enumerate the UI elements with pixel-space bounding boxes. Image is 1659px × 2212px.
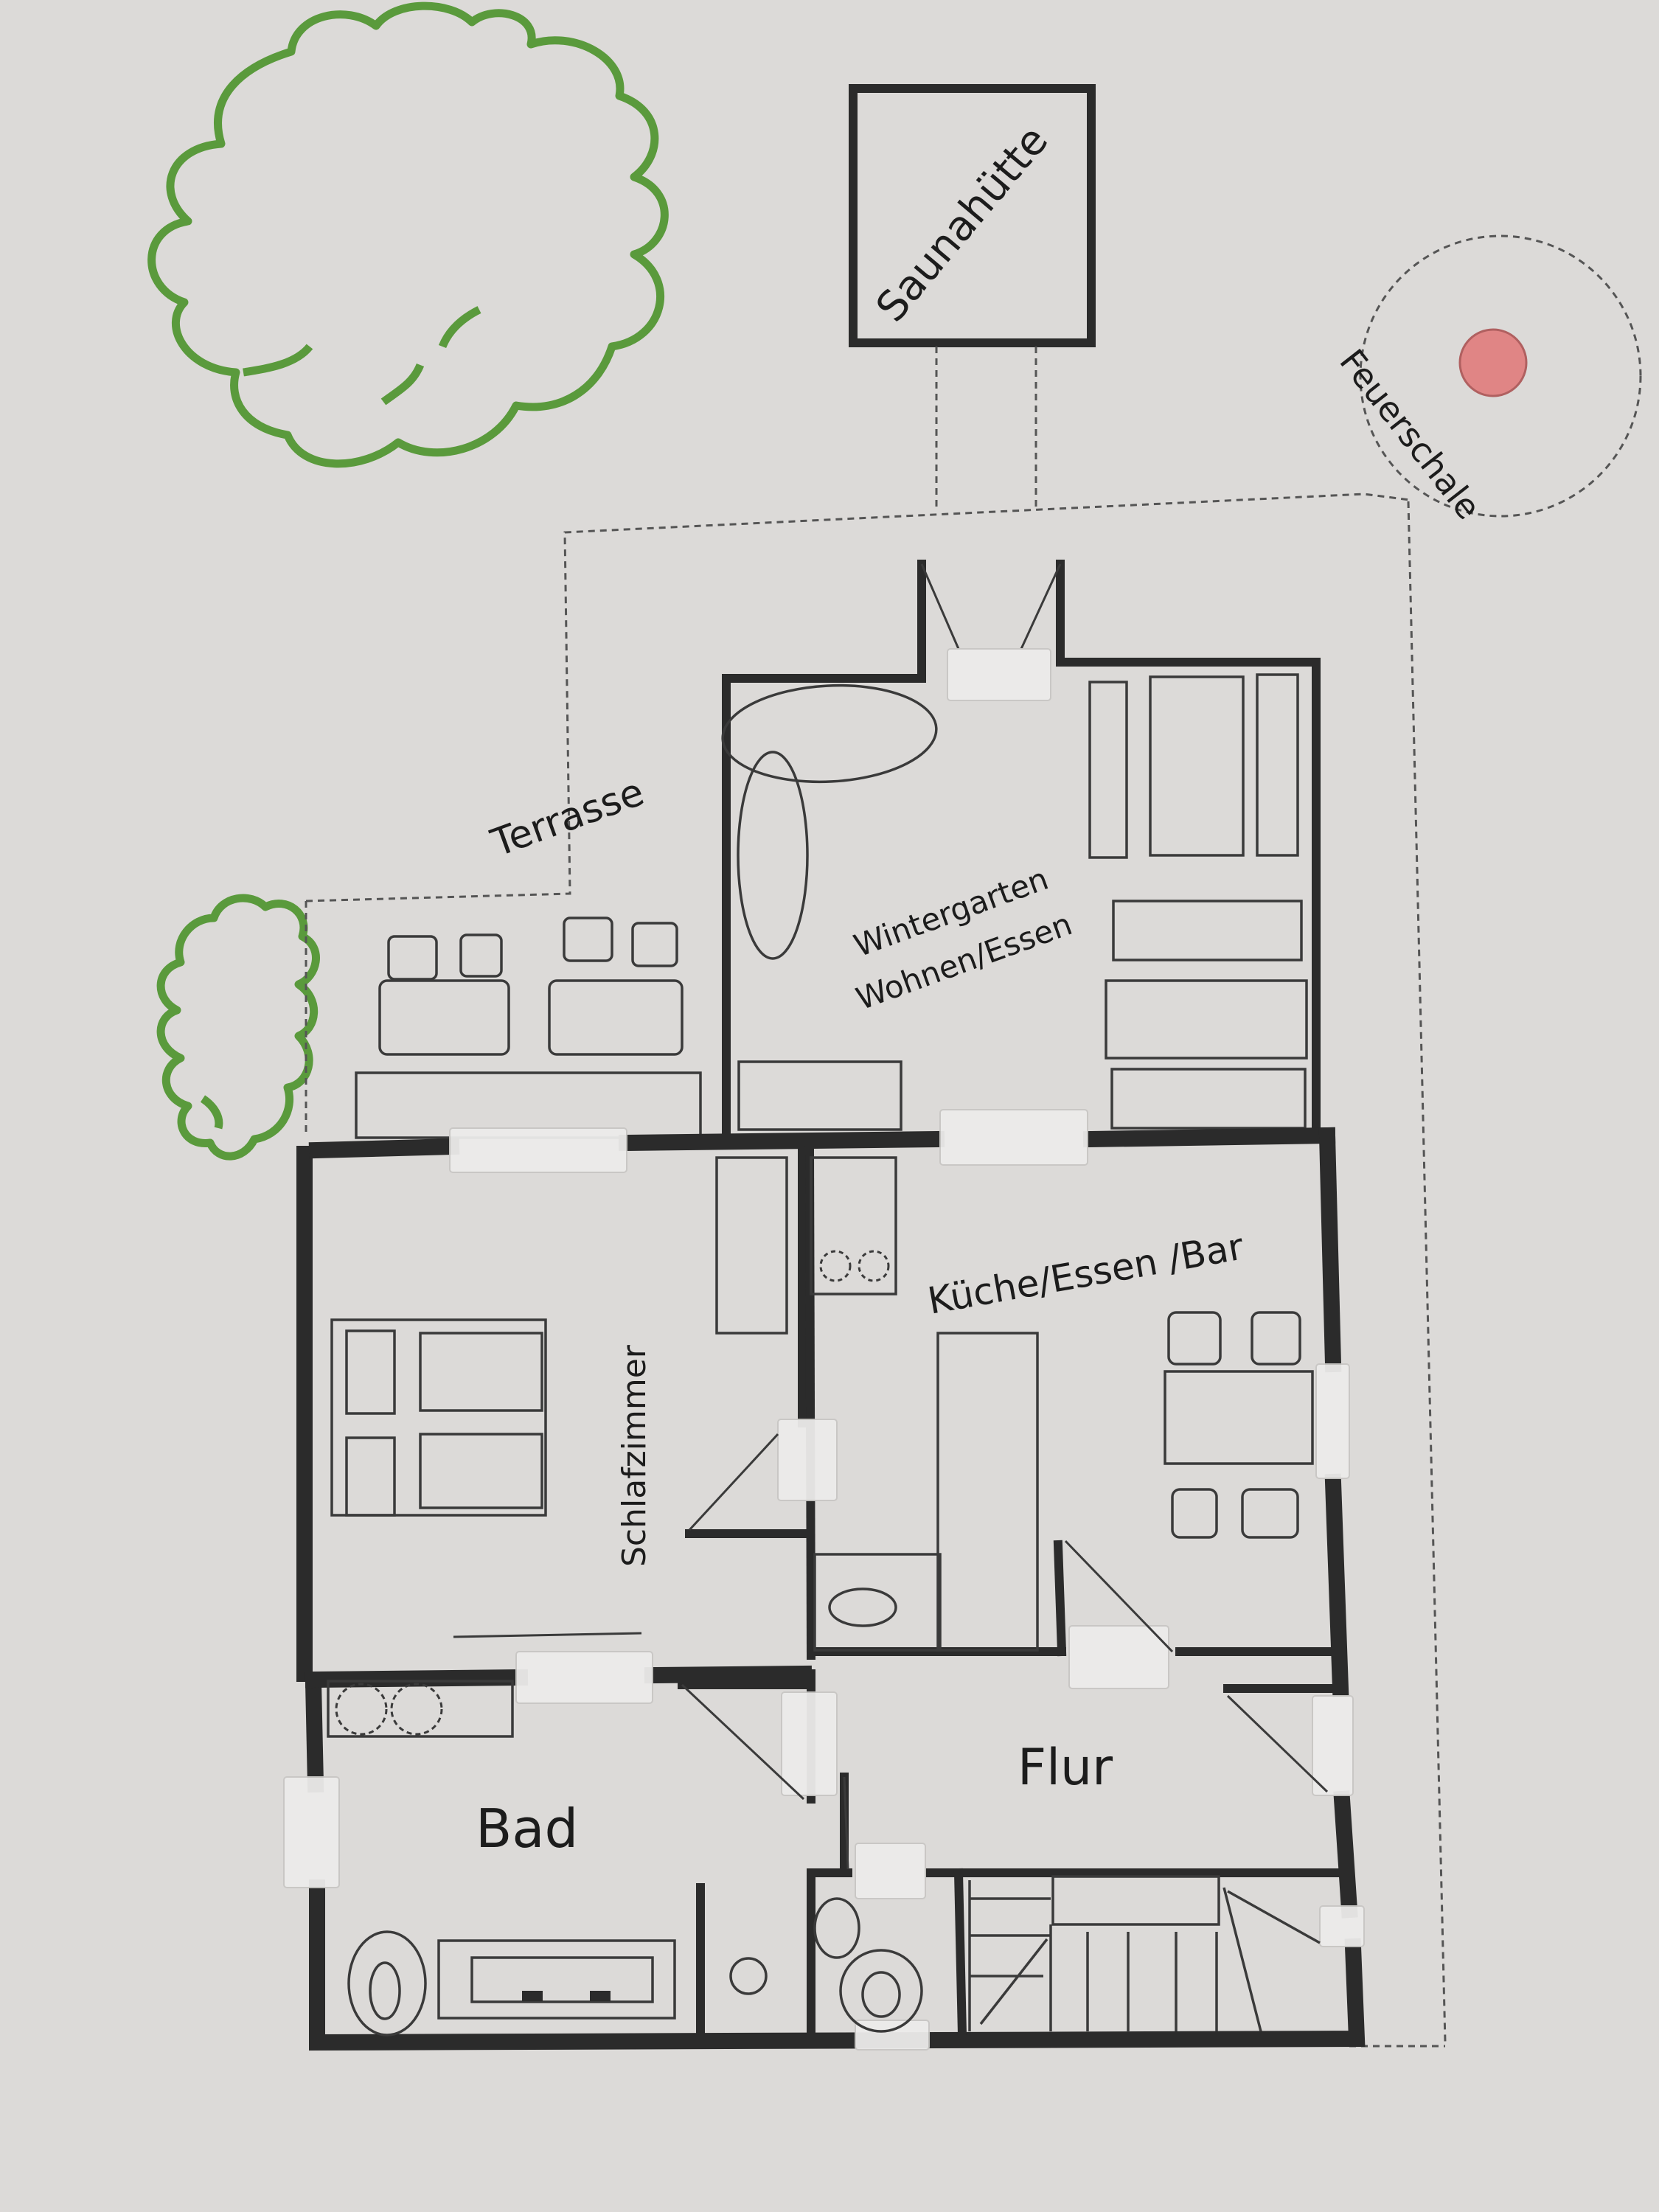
terrace-furniture: Terrasse <box>355 770 702 1139</box>
tree-large-icon <box>147 1 669 468</box>
house-walls <box>296 1127 1366 2051</box>
fire-bowl-dot-icon <box>1458 328 1528 397</box>
bedroom-label: Schlafzimmer <box>616 1344 653 1567</box>
wintergarten: Wintergarten Wohnen/Essen <box>721 560 1321 1144</box>
sauna-hut: Saunahütte <box>849 84 1096 509</box>
wc <box>813 1897 923 2033</box>
property-boundary <box>305 493 1447 2048</box>
sauna-label: Saunahütte <box>867 117 1057 331</box>
bathroom-label: Bad <box>476 1798 578 1860</box>
tree-small-icon <box>156 894 320 1161</box>
bedroom: Schlafzimmer <box>330 1156 788 1638</box>
hallway: Flur <box>843 1694 1329 2032</box>
kitchen-label: Küche/Essen /Bar <box>925 1225 1247 1322</box>
bathroom: Bad <box>327 1680 805 2037</box>
hallway-label: Flur <box>1018 1739 1113 1797</box>
tape-patches <box>283 1109 1365 2051</box>
fire-bowl: Feuerschale <box>1332 234 1642 526</box>
terrace-label: Terrasse <box>485 770 650 866</box>
